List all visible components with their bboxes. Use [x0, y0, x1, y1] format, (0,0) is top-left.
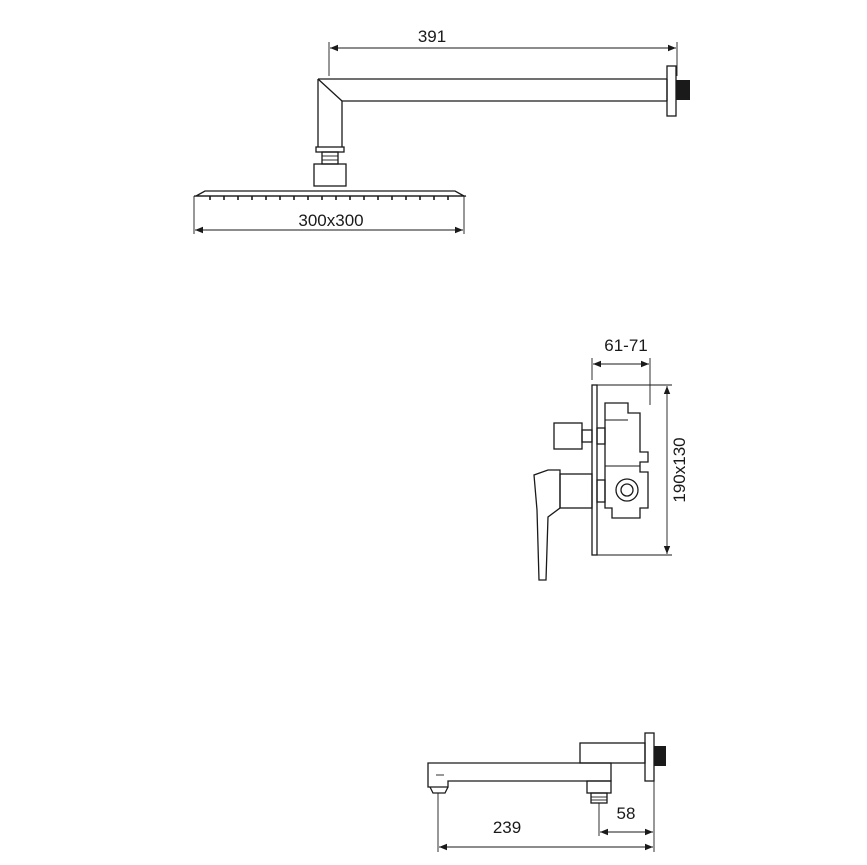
shower-arm-dimension: 391 — [328, 27, 678, 76]
mixer-plate-dimension: 190x130 — [597, 384, 689, 556]
mixer-cover-plate — [591, 384, 598, 556]
spout-offset-label: 58 — [617, 804, 636, 823]
shower-head-dimension: 300x300 — [193, 196, 465, 234]
shower-head-assembly: 391 — [193, 27, 690, 234]
mixer-plate-size-label: 190x130 — [670, 437, 689, 502]
bath-spout — [427, 732, 666, 804]
shower-arm-length-label: 391 — [418, 27, 446, 46]
spout-length-dimension: 239 — [437, 781, 655, 852]
valve-body — [604, 402, 649, 519]
shower-head-size-label: 300x300 — [298, 211, 363, 230]
spout-length-label: 239 — [493, 818, 521, 837]
mixer-lever-handle — [533, 469, 606, 581]
mixer-depth-dimension: 61-71 — [591, 336, 651, 405]
bath-spout-assembly: 239 58 — [427, 732, 666, 852]
shower-head — [193, 190, 467, 200]
mixer-depth-label: 61-71 — [604, 336, 647, 355]
spout-offset-dimension: 58 — [598, 803, 653, 836]
concealed-mixer-assembly: 61-71 190x130 — [533, 336, 689, 581]
shower-arm — [313, 65, 690, 187]
